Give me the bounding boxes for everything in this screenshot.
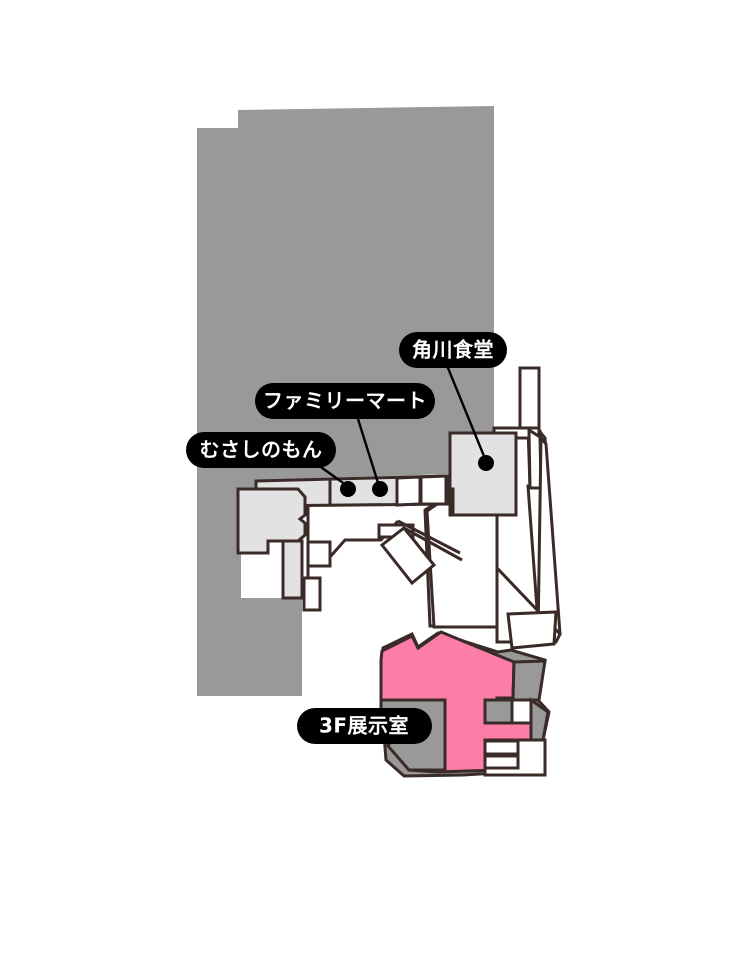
detached-polygon-group: [506, 610, 558, 650]
label-pill-family-mart[interactable]: ファミリーマート: [255, 383, 435, 419]
central-concourse-group: [302, 505, 463, 612]
exhibition-room-box-d: [483, 739, 520, 756]
escalator-diagonal: [379, 525, 437, 586]
label-pill-bg-musashino-mon: [186, 432, 336, 468]
north-building-annex: [448, 487, 455, 517]
exhibition-outer-gray-fin-2: [529, 697, 550, 742]
leader-dot-kadokawa-shokudo: [478, 455, 494, 471]
west-building-light: [236, 487, 307, 555]
label-pill-bg-family-mart: [255, 383, 435, 419]
leader-line-musashino-mon: [316, 463, 348, 487]
corridor-bay-white-2: [419, 474, 448, 506]
detached-polygon: [506, 610, 558, 650]
leader-line-family-mart: [356, 417, 381, 488]
leader-dot-musashino-mon: [340, 481, 356, 497]
north-building-group: [448, 431, 518, 517]
exhibition-outer-gray-fin: [511, 659, 547, 702]
label-pill-musashino-mon[interactable]: むさしのもん: [186, 432, 336, 468]
north-building-light: [448, 431, 518, 517]
label-text-family-mart: ファミリーマート: [263, 389, 427, 413]
concourse-stair-box-1: [306, 540, 332, 568]
exhibition-room-box-b: [510, 698, 533, 725]
label-pill-bg-3f-exhibition-room: [297, 708, 432, 744]
east-tall-wedge: [536, 433, 562, 638]
leader-dot-family-mart: [372, 481, 388, 497]
label-text-3f-exhibition-room: 3F展示室: [319, 714, 409, 738]
concourse-ramp-line: [397, 519, 461, 555]
concourse-stair-box-2: [302, 576, 322, 612]
west-building-spur: [281, 539, 304, 600]
exhibition-building-group: [379, 630, 551, 778]
label-pill-kadokawa-shokudo[interactable]: 角川食堂: [399, 332, 507, 368]
west-building-group: [236, 487, 307, 600]
exhibition-room-box-e: [483, 754, 520, 770]
exhibition-room-box-a: [483, 698, 514, 725]
label-text-kadokawa-shokudo: 角川食堂: [412, 338, 494, 362]
leader-lines-group: [316, 366, 494, 497]
corridor-bay-white-1: [395, 475, 422, 507]
label-text-musashino-mon: むさしのもん: [200, 438, 323, 462]
leader-line-kadokawa-shokudo: [446, 366, 488, 463]
label-pill-3f-exhibition-room[interactable]: 3F展示室: [297, 708, 432, 744]
east-upper-block: [518, 366, 541, 432]
label-pill-bg-kadokawa-shokudo: [399, 332, 507, 368]
concourse-ramp-line-2: [403, 526, 463, 562]
